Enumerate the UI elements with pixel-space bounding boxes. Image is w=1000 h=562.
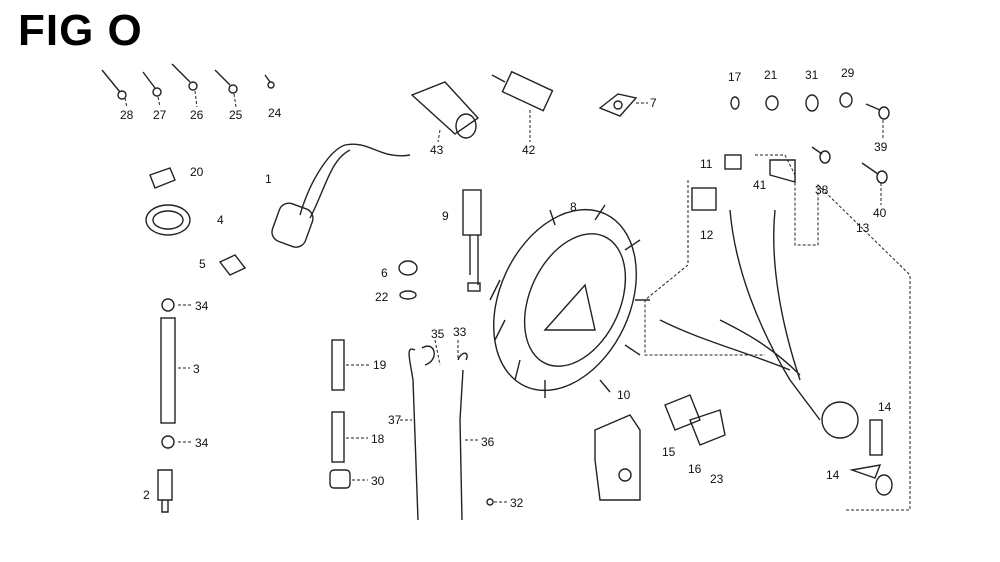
callout-3: 3 (193, 362, 200, 376)
callout-34-top: 34 (195, 299, 209, 313)
callout-27: 27 (153, 108, 167, 122)
callout-13: 13 (856, 221, 870, 235)
callout-5: 5 (199, 257, 206, 271)
callout-40: 40 (873, 206, 887, 220)
callout-17: 17 (728, 70, 742, 84)
bolt-24 (264, 74, 275, 89)
bolt-39 (865, 103, 890, 138)
callout-34-bottom: 34 (195, 436, 209, 450)
callout-25: 25 (229, 108, 243, 122)
bolt-25 (214, 69, 238, 108)
callout-12: 12 (700, 228, 714, 242)
callout-30: 30 (371, 474, 385, 488)
callout-42: 42 (522, 143, 536, 157)
harness-13 (644, 154, 911, 511)
bolt-28 (101, 69, 128, 109)
callout-37: 37 (388, 413, 402, 427)
callout-31: 31 (805, 68, 819, 82)
callout-35: 35 (431, 327, 445, 341)
callout-26: 26 (190, 108, 204, 122)
callout-22: 22 (375, 290, 389, 304)
callout-36: 36 (481, 435, 495, 449)
callout-11: 11 (700, 157, 713, 171)
callout-16: 16 (688, 462, 702, 476)
bolt-40 (861, 162, 888, 205)
callout-41: 41 (753, 178, 767, 192)
grip-43 (410, 81, 480, 143)
callout-39: 39 (874, 140, 888, 154)
coil-1 (271, 143, 411, 248)
callout-20: 20 (190, 165, 204, 179)
callout-4: 4 (217, 213, 224, 227)
callout-15: 15 (662, 445, 676, 459)
callout-10: 10 (617, 388, 631, 402)
callout-28: 28 (120, 108, 134, 122)
callout-1: 1 (265, 172, 272, 186)
callout-7: 7 (650, 96, 657, 110)
switch-42 (491, 70, 554, 142)
bolt-27 (142, 71, 162, 108)
callout-33: 33 (453, 325, 467, 339)
bolt-38 (811, 146, 831, 164)
part-9 (462, 189, 482, 292)
callout-32: 32 (510, 496, 524, 510)
figure-title: FIG O (18, 6, 143, 55)
callout-43: 43 (430, 143, 444, 157)
flywheel-8 (489, 204, 650, 398)
callout-23: 23 (710, 472, 724, 486)
callout-14-bottom: 14 (826, 468, 840, 482)
callout-21: 21 (764, 68, 778, 82)
callout-19: 19 (373, 358, 387, 372)
callout-8: 8 (570, 200, 577, 214)
callout-29: 29 (841, 66, 855, 80)
callout-14-top: 14 (878, 400, 892, 414)
gasket-7 (598, 93, 648, 117)
callout-2: 2 (143, 488, 150, 502)
callout-6: 6 (381, 266, 388, 280)
callout-38: 38 (815, 183, 829, 197)
callout-18: 18 (371, 432, 385, 446)
bolt-26 (171, 63, 198, 108)
callout-9: 9 (442, 209, 449, 223)
callout-24: 24 (268, 106, 282, 120)
